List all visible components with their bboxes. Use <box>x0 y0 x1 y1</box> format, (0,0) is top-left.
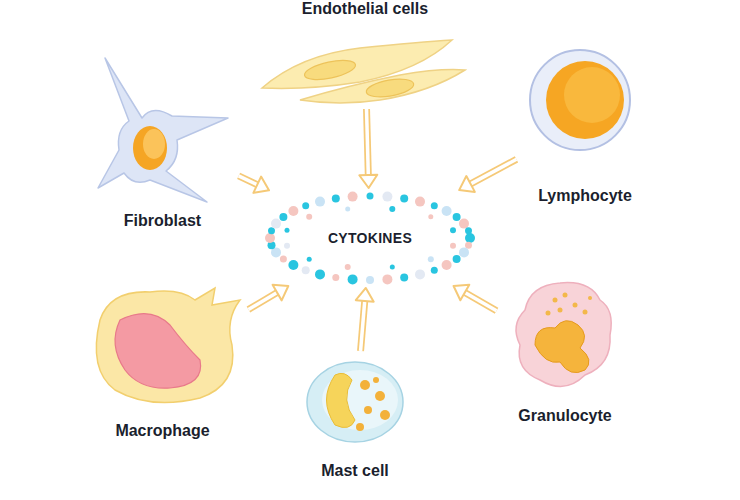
cell-label: Mast cell <box>321 462 389 480</box>
cell-node: Endothelial cells <box>260 0 470 105</box>
cytokine-particle-ring <box>265 192 475 285</box>
cell-label: Fibroblast <box>124 212 201 230</box>
mast-cell-drawing <box>307 362 403 442</box>
connector-arrow <box>356 288 374 351</box>
cell-label: Granulocyte <box>518 407 611 425</box>
connector-arrow <box>359 109 377 188</box>
cell-node: Macrophage <box>80 280 245 440</box>
connector-arrow <box>454 285 497 311</box>
cell-node: Fibroblast <box>90 50 235 230</box>
endothelial-cell-drawing <box>262 40 465 103</box>
cell-label: Macrophage <box>115 422 209 440</box>
fibroblast-drawing <box>98 58 228 202</box>
connector-arrow <box>459 159 516 192</box>
connector-arrow <box>239 176 269 193</box>
cell-node: Mast cell <box>300 355 410 480</box>
lymphocyte-drawing <box>530 50 630 150</box>
cytokine-ring-node: CYTOKINES <box>270 192 470 284</box>
macrophage-drawing <box>96 288 240 403</box>
granulocyte-drawing <box>516 283 611 387</box>
connector-arrow <box>248 285 288 310</box>
cell-node: Lymphocyte <box>520 40 650 205</box>
cell-label: Lymphocyte <box>538 187 632 205</box>
center-label: CYTOKINES <box>328 230 412 246</box>
cell-label: Endothelial cells <box>302 0 428 18</box>
cell-node: Granulocyte <box>500 275 630 425</box>
